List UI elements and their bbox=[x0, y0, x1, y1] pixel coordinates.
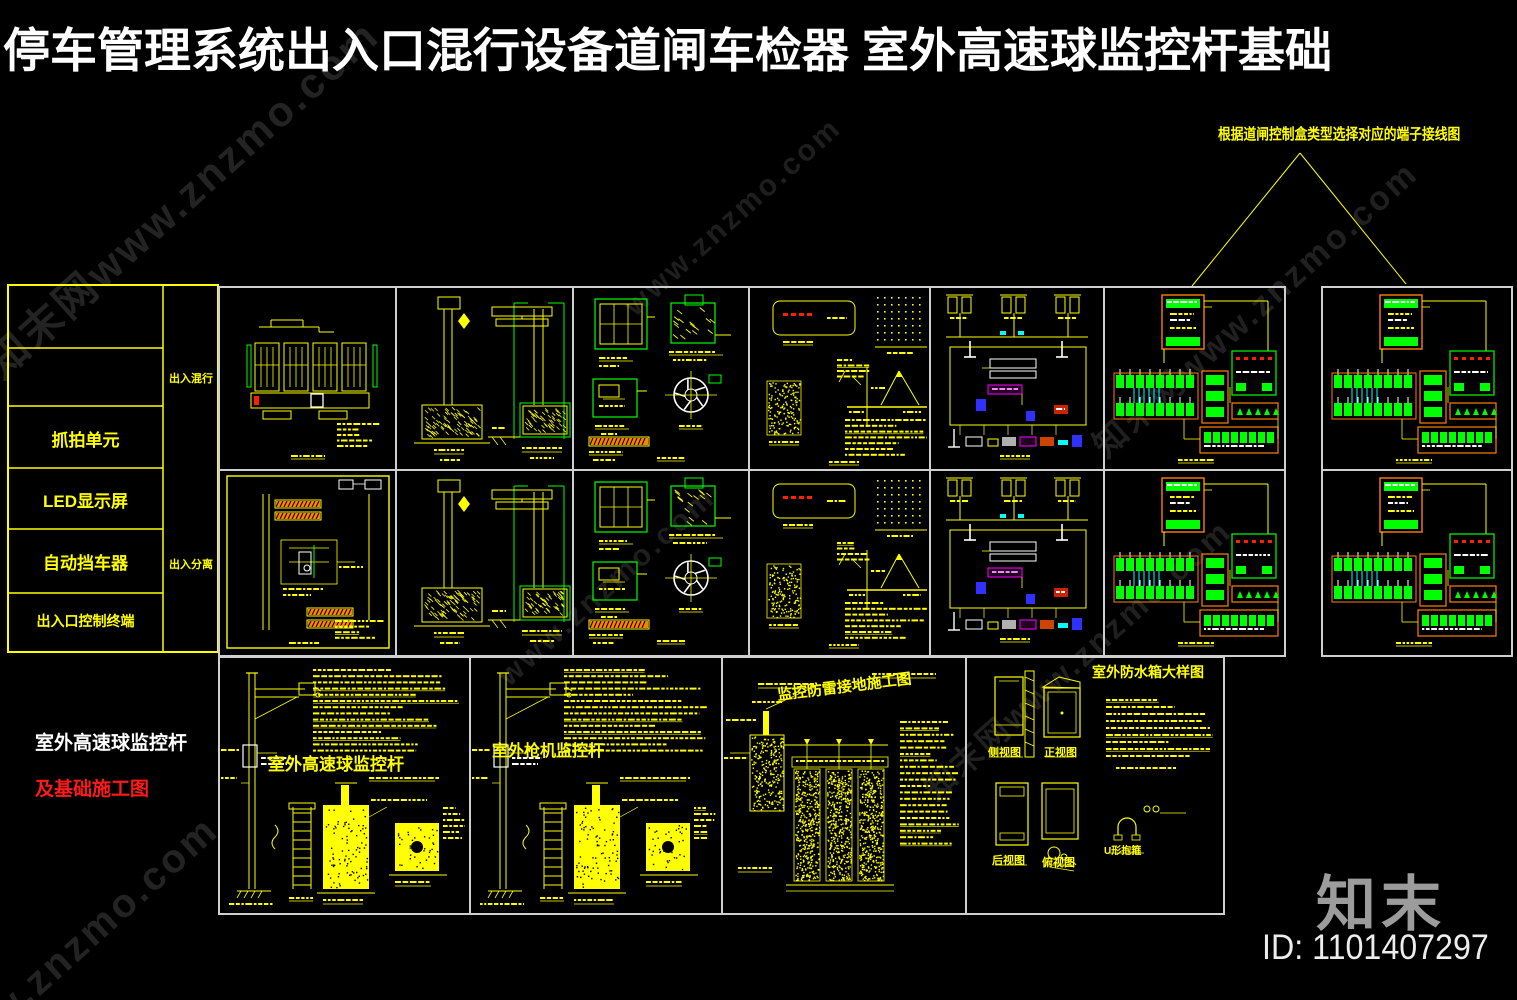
panel-vehicle-detector-1 bbox=[766, 297, 927, 466]
panel-device-details-2 bbox=[588, 477, 731, 645]
table-cell-capture-unit: 抓拍单元 bbox=[51, 431, 120, 450]
box-detail-label: U形抱箍 bbox=[1104, 846, 1142, 857]
panel-wiring-schematic-1 bbox=[946, 294, 1088, 460]
znzmo-logo: 知末 bbox=[1316, 871, 1446, 938]
table-cell-led-screen: LED显示屏 bbox=[43, 492, 128, 511]
panel-terminal-wiring-1 bbox=[1113, 294, 1279, 464]
panel-wiring-schematic-2 bbox=[946, 477, 1088, 643]
sheet-title: 停车管理系统出入口混行设备道闸车检器 室外高速球监控杆基础 bbox=[3, 24, 1333, 77]
panel-lightning-grounding bbox=[724, 673, 959, 892]
panel-device-details-1 bbox=[588, 294, 731, 462]
table-cell-auto-barrier: 自动挡车器 bbox=[43, 554, 128, 573]
box-view-label-side: 侧视图 bbox=[988, 747, 1021, 759]
gun-pole-panel-title: 室外枪机监控杆 bbox=[492, 743, 605, 760]
table-group-separate-lane: 出入分离 bbox=[169, 559, 213, 571]
panel-lane-plan bbox=[226, 475, 390, 649]
table-group-mixed-lane: 出入混行 bbox=[169, 373, 213, 385]
side-note-line1: 室外高速球监控杆 bbox=[35, 733, 188, 754]
ball-pole-panel-title: 室外高速球监控杆 bbox=[268, 755, 404, 774]
box-view-label-top: 俯视图 bbox=[1042, 857, 1075, 869]
box-view-label-front: 正视图 bbox=[1044, 747, 1077, 759]
waterproof-box-panel-title: 室外防水箱大样图 bbox=[1092, 664, 1204, 680]
terminal-wiring-annotation: 根据道闸控制盒类型选择对应的端子接线图 bbox=[1218, 126, 1461, 143]
panel-pole-elevation-1 bbox=[414, 296, 571, 461]
panel-pole-elevation-2 bbox=[414, 479, 571, 644]
panel-terminal-wiring-4 bbox=[1331, 477, 1497, 647]
panel-terminal-wiring-3 bbox=[1331, 294, 1497, 464]
table-cell-entry-terminal: 出入口控制终端 bbox=[36, 613, 135, 629]
panel-entrance-plan bbox=[246, 319, 380, 460]
box-view-label-back: 后视图 bbox=[992, 855, 1025, 867]
panel-ball-camera-pole bbox=[221, 669, 466, 905]
panel-terminal-wiring-2 bbox=[1113, 477, 1279, 647]
panel-waterproof-box bbox=[992, 670, 1213, 872]
document-id: ID: 1101407297 bbox=[1262, 928, 1489, 967]
panel-vehicle-detector-2 bbox=[766, 480, 927, 649]
panel-gun-camera-pole bbox=[472, 669, 716, 905]
side-note-line2: 及基础施工图 bbox=[35, 779, 150, 800]
